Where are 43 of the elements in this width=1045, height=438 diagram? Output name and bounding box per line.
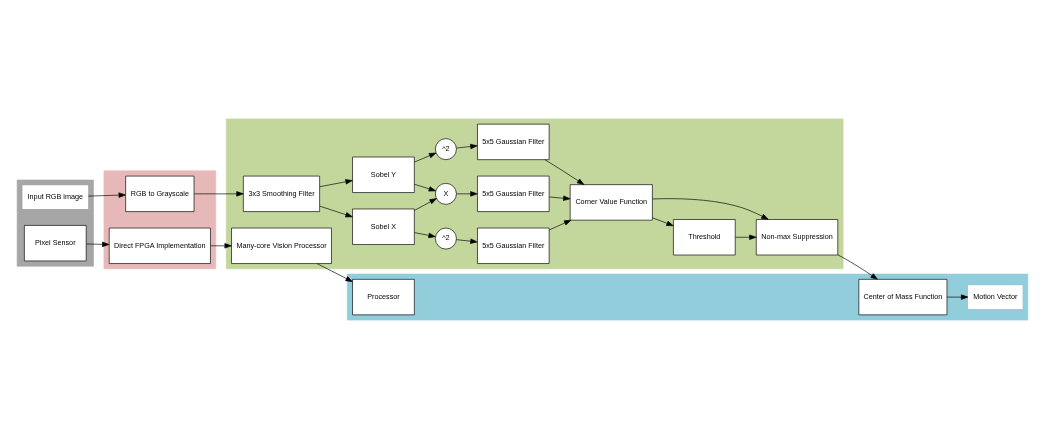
cluster — [16, 179, 94, 266]
arrow — [86, 241, 110, 247]
arrow — [210, 242, 232, 248]
arrow — [194, 190, 244, 196]
node-circle: ^2 — [435, 227, 457, 249]
node-circle: X — [435, 182, 457, 205]
arrow — [652, 216, 674, 226]
node-box: Non-max Suppression — [755, 218, 839, 255]
node-circle: ^2 — [435, 137, 457, 160]
node-box: Motion Vector — [968, 284, 1023, 309]
node-box: 5x5 Gaussian Filter — [477, 227, 550, 264]
node-box: Center of Mass Function — [858, 278, 948, 315]
arrow — [456, 190, 478, 196]
node-box: 5x5 Gaussian Filter — [477, 123, 550, 160]
arrow — [652, 197, 769, 220]
node-box: Sobel X — [352, 208, 415, 245]
node-box: Corner Value Function — [569, 183, 653, 220]
arrow — [549, 195, 571, 201]
arrow — [456, 143, 478, 149]
arrow — [414, 152, 437, 162]
node-box: Input RGB image — [22, 184, 89, 209]
node-box: 3x3 Smoothing Filter — [243, 175, 320, 212]
node-box: Direct FPGA Implementation — [108, 227, 211, 264]
node-box: Pixel Sensor — [24, 224, 87, 261]
arrow — [316, 262, 353, 282]
node-box: 5x5 Gaussian Filter — [477, 175, 550, 212]
node-box: Sobel Y — [352, 156, 415, 193]
arrow — [414, 197, 437, 211]
arrow — [544, 158, 585, 185]
arrow — [88, 192, 126, 198]
arrow — [456, 238, 478, 244]
arrow — [837, 254, 878, 280]
arrow — [319, 205, 353, 217]
node-box: Processor — [352, 278, 415, 315]
arrow — [549, 219, 572, 230]
arrow — [319, 178, 353, 187]
arrow — [735, 234, 757, 240]
arrow — [414, 183, 436, 191]
arrow — [946, 293, 969, 300]
node-box: Many-core Vision Processor — [231, 227, 332, 264]
node-box: Threshold — [673, 218, 736, 255]
node-box: RGB to Grayscale — [125, 175, 195, 212]
arrow — [414, 231, 436, 238]
